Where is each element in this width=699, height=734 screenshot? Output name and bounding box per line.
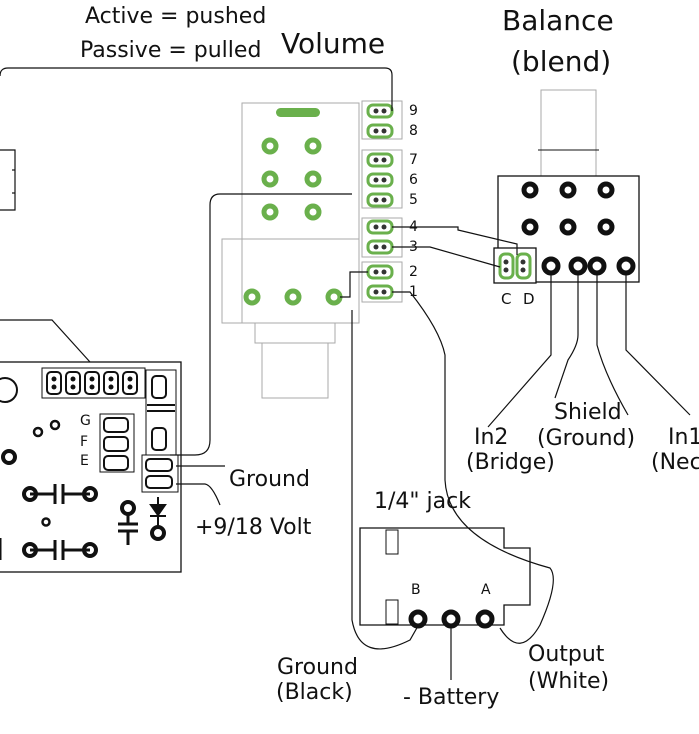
balance-subtitle: (blend) (511, 45, 612, 78)
switch-pins (361, 100, 403, 303)
pin-4: 4 (409, 219, 418, 235)
active-label: Active = pushed (85, 4, 267, 29)
pin-8: 8 (409, 123, 418, 139)
output-jack (359, 527, 531, 629)
ground-black-label-1: Ground (277, 655, 358, 680)
pcb-e-label: E (80, 453, 89, 469)
volume-title: Volume (281, 27, 386, 60)
preamp-pcb (0, 361, 182, 573)
pot-d-label: D (523, 290, 535, 308)
jack-b-label: B (411, 582, 421, 598)
in2-label-1: In2 (474, 425, 509, 450)
jack-label: 1/4" jack (374, 489, 471, 514)
wires (0, 67, 691, 680)
pot-c-label: C (501, 290, 512, 308)
output-label-2: (White) (528, 669, 610, 694)
pin-2: 2 (409, 264, 418, 280)
pcb-g-label: G (80, 413, 91, 429)
output-label-1: Output (528, 642, 605, 667)
pin-9: 9 (409, 103, 418, 119)
shield-label-2: (Ground) (537, 426, 636, 451)
balance-title: Balance (502, 4, 614, 37)
ground-black-label-2: (Black) (276, 680, 353, 705)
in2-label-2: (Bridge) (466, 450, 555, 475)
pcb-f-label: F (80, 434, 89, 450)
passive-label: Passive = pulled (80, 38, 262, 63)
pin-7: 7 (409, 152, 418, 168)
in1-label-2: (Nec (651, 450, 699, 475)
ground-label: Ground (229, 467, 310, 492)
pin-3: 3 (409, 239, 418, 255)
balance-pot (493, 89, 640, 284)
volume-pot (221, 102, 360, 399)
jack-a-label: A (481, 582, 491, 598)
in1-label-1: In1 (668, 425, 699, 450)
shield-label-1: Shield (554, 400, 622, 425)
pin-5: 5 (409, 192, 418, 208)
supply-label: +9/18 Volt (195, 515, 312, 540)
battery-label: - Battery (403, 685, 500, 710)
pin-6: 6 (409, 172, 418, 188)
pin-1: 1 (409, 284, 418, 300)
